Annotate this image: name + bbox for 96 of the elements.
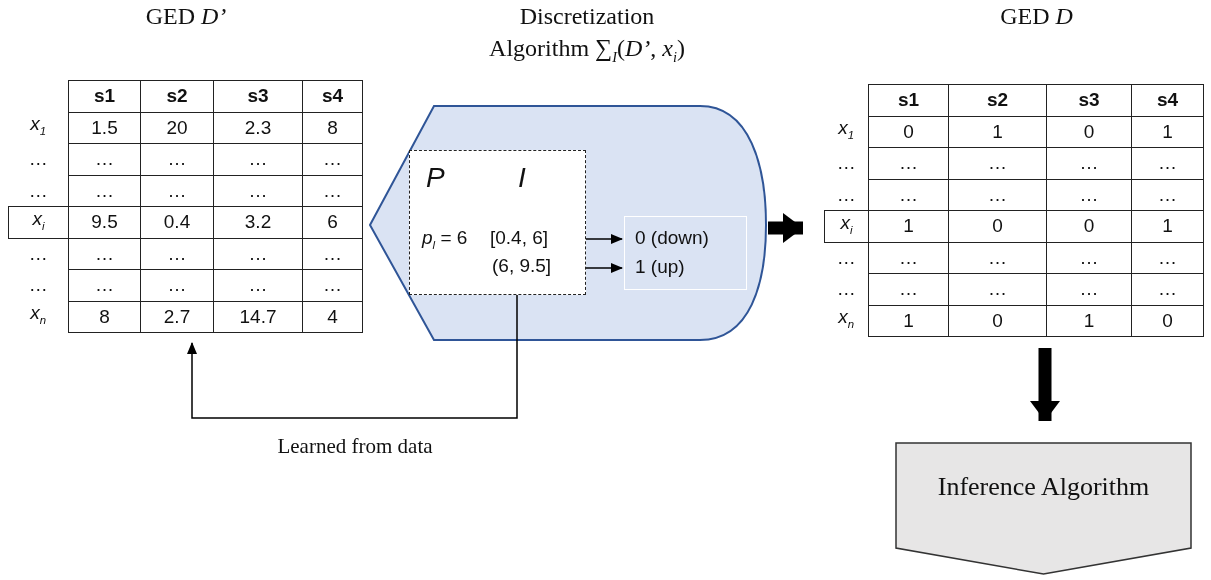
row-label: … xyxy=(8,143,69,175)
column-header: s3 xyxy=(1046,84,1132,116)
table-cell: 0 xyxy=(868,116,949,148)
row-label: … xyxy=(824,242,869,274)
row-label: … xyxy=(8,269,69,301)
table-cell: … xyxy=(213,269,303,301)
row-label: … xyxy=(824,273,869,305)
row-label: … xyxy=(824,147,869,179)
table-cell: … xyxy=(68,238,141,270)
table-cell: … xyxy=(868,147,949,179)
table-cell: … xyxy=(868,273,949,305)
interval-text: (6, 9.5] xyxy=(492,255,552,278)
table-cell: 8 xyxy=(68,301,141,333)
table-cell: 0 xyxy=(1046,210,1132,242)
row-label: … xyxy=(8,238,69,270)
table-cell: … xyxy=(68,143,141,175)
process-label: Inference Algorithm xyxy=(936,472,1151,502)
table-cell: 14.7 xyxy=(213,301,303,333)
table-cell: … xyxy=(302,269,363,301)
table-title: GED D xyxy=(1000,2,1073,31)
row-label: x$_{n}$ xyxy=(8,301,69,333)
table-cell: 9.5 xyxy=(68,206,141,238)
table-cell: 0.4 xyxy=(140,206,214,238)
table-cell: … xyxy=(948,242,1047,274)
interval-text: [0.4, 6] xyxy=(490,227,549,250)
table-cell: 1 xyxy=(948,116,1047,148)
row-label-cell: x$_{i}$ xyxy=(824,210,869,242)
table-cell: … xyxy=(213,238,303,270)
column-header: s2 xyxy=(948,84,1047,116)
row-label-cell: x$_{i}$ xyxy=(8,206,69,238)
row-label: x$_{1}$ xyxy=(8,112,69,144)
table-cell: … xyxy=(140,269,214,301)
table-cell: 0 xyxy=(948,210,1047,242)
table-cell: … xyxy=(1046,273,1132,305)
table-cell: … xyxy=(1131,242,1204,274)
table-cell: 6 xyxy=(302,206,363,238)
table-title: GED D’ xyxy=(145,2,227,31)
table-cell: … xyxy=(948,273,1047,305)
table-cell: … xyxy=(1131,147,1204,179)
table-cell: … xyxy=(948,179,1047,211)
output-value: 0 (down) xyxy=(635,227,709,250)
table-cell: … xyxy=(68,269,141,301)
table-cell: 20 xyxy=(140,112,214,144)
table-cell: 2.7 xyxy=(140,301,214,333)
output-value: 1 (up) xyxy=(635,256,685,279)
interval-text: I xyxy=(518,161,526,195)
row-label: x$_{n}$ xyxy=(824,305,869,337)
table-cell: … xyxy=(302,175,363,207)
block-arrow xyxy=(768,213,803,243)
table-cell: 4 xyxy=(302,301,363,333)
algorithm-title: Discretization Algorithm ∑$_{I}$(D’, x$_{i}$) xyxy=(488,2,686,67)
column-header: s4 xyxy=(1131,84,1204,116)
arrow xyxy=(187,294,518,419)
table-cell: … xyxy=(1046,179,1132,211)
table-cell: 1 xyxy=(1131,210,1204,242)
table-cell: … xyxy=(1131,273,1204,305)
output-box xyxy=(624,216,747,290)
table-cell: 3.2 xyxy=(213,206,303,238)
arrow xyxy=(585,263,623,273)
table-cell: 1 xyxy=(1131,116,1204,148)
table-cell: … xyxy=(1046,147,1132,179)
interval-text: p$_{l}$ = 6 xyxy=(422,227,468,253)
column-header: s1 xyxy=(68,80,141,112)
table-cell: 0 xyxy=(1046,116,1132,148)
column-header: s2 xyxy=(140,80,214,112)
row-label: x$_{1}$ xyxy=(824,116,869,148)
row-label: … xyxy=(8,175,69,207)
table-cell: 1 xyxy=(868,305,949,337)
table-cell: 2.3 xyxy=(213,112,303,144)
row-label: … xyxy=(824,179,869,211)
table-cell: 1 xyxy=(1046,305,1132,337)
column-header: s1 xyxy=(868,84,949,116)
table-cell: … xyxy=(213,175,303,207)
column-header: s4 xyxy=(302,80,363,112)
table-cell: … xyxy=(868,242,949,274)
table-cell: 8 xyxy=(302,112,363,144)
table-cell: 0 xyxy=(948,305,1047,337)
table-cell: … xyxy=(302,238,363,270)
table-cell: … xyxy=(948,147,1047,179)
block-arrow xyxy=(1030,348,1060,421)
table-cell: 1.5 xyxy=(68,112,141,144)
table-cell: … xyxy=(140,143,214,175)
table-cell: … xyxy=(1046,242,1132,274)
arrow xyxy=(585,234,623,244)
dashed-box xyxy=(409,150,586,295)
column-header: s3 xyxy=(213,80,303,112)
table-cell: 0 xyxy=(1131,305,1204,337)
table-cell: … xyxy=(302,143,363,175)
table-cell: … xyxy=(868,179,949,211)
table-cell: … xyxy=(68,175,141,207)
table-cell: 1 xyxy=(868,210,949,242)
table-cell: … xyxy=(213,143,303,175)
table-cell: … xyxy=(140,238,214,270)
table-cell: … xyxy=(1131,179,1204,211)
interval-text: P xyxy=(426,161,445,195)
table-cell: … xyxy=(140,175,214,207)
